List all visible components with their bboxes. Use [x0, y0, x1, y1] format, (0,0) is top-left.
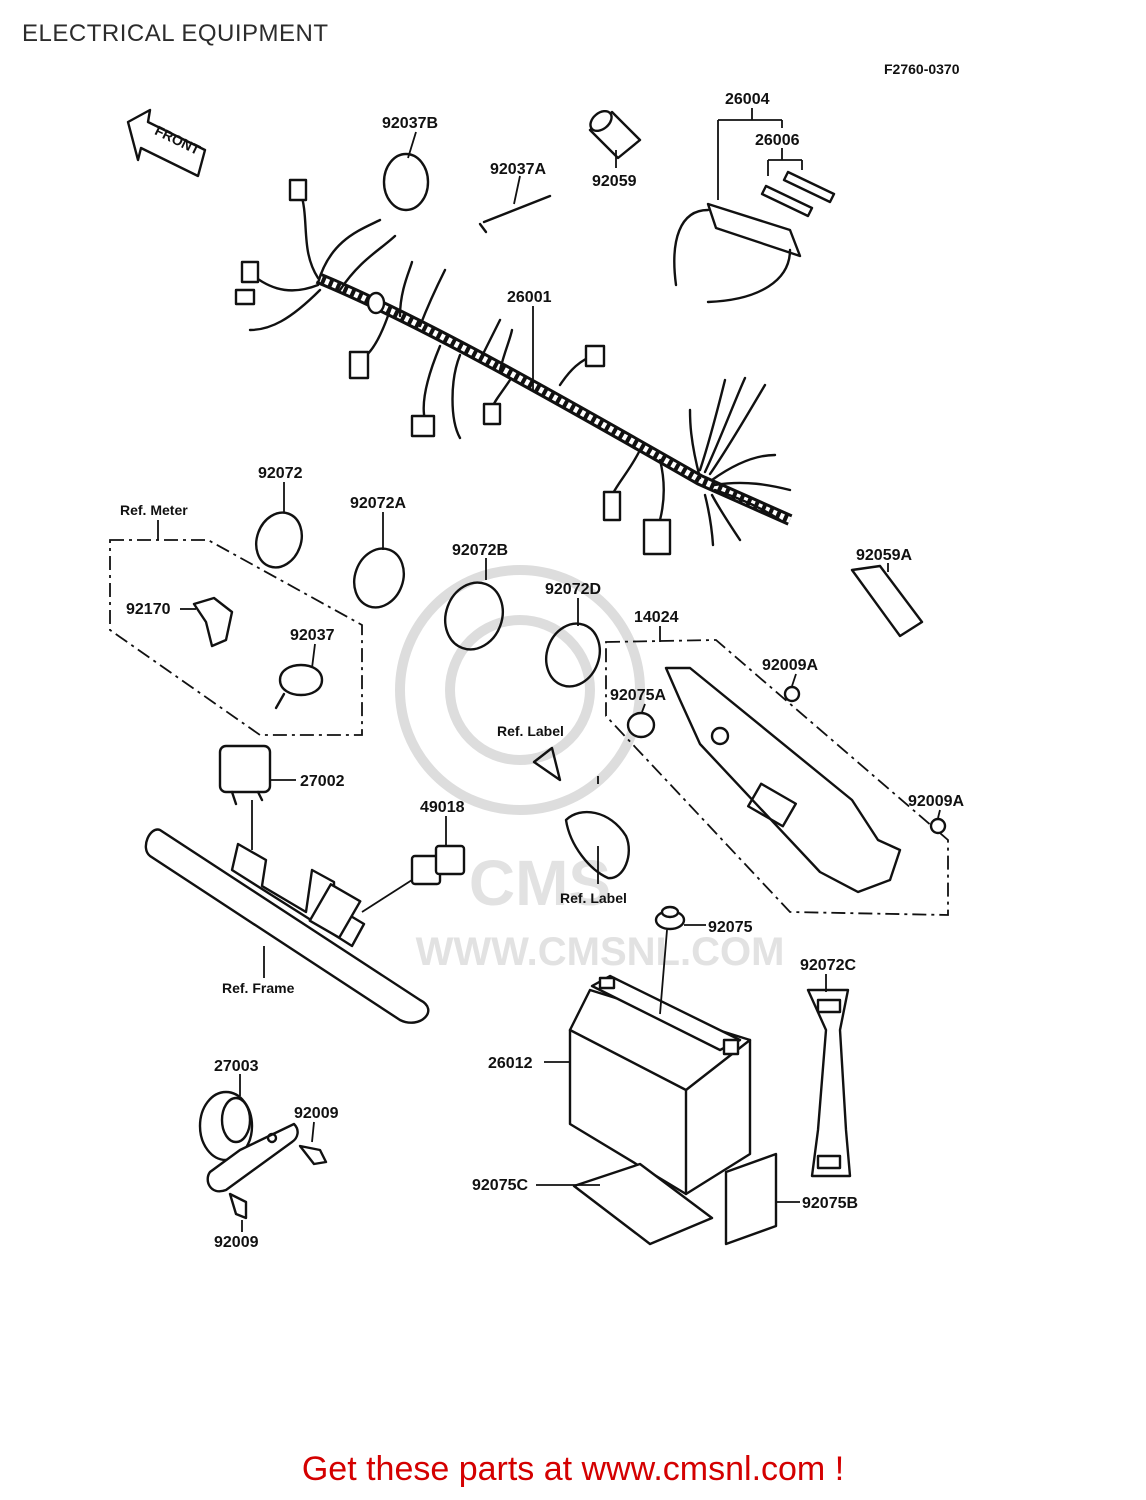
watermark-text: WWW.CMSNL.COM — [416, 930, 785, 974]
cap-92075-icon — [654, 905, 686, 931]
band-92072a-icon — [353, 547, 405, 609]
part-label-92037[interactable]: 92037 — [290, 627, 335, 644]
part-label-92075c[interactable]: 92075C — [472, 1177, 528, 1194]
part-label-27003[interactable]: 27003 — [214, 1058, 259, 1075]
battery-strap-92072c-icon — [806, 988, 852, 1178]
diagram-code: F2760-0370 — [884, 61, 960, 77]
part-label-92072d[interactable]: 92072D — [545, 581, 601, 598]
band-92072b-icon — [444, 581, 504, 651]
part-label-92009a-2[interactable]: 92009A — [908, 793, 964, 810]
part-label-92059a[interactable]: 92059A — [856, 547, 912, 564]
part-label-92009a-1[interactable]: 92009A — [762, 657, 818, 674]
leader-lines — [157, 108, 941, 1232]
ref-label-sticker-2-icon — [564, 810, 631, 880]
band-92072-icon — [255, 511, 303, 569]
part-label-92009-1[interactable]: 92009 — [294, 1105, 339, 1122]
part-label-92037b[interactable]: 92037B — [382, 115, 438, 132]
part-label-92075b[interactable]: 92075B — [802, 1195, 858, 1212]
part-label-26001[interactable]: 26001 — [507, 289, 552, 306]
part-label-27002[interactable]: 27002 — [300, 773, 345, 790]
watermark-cms: CMS — [469, 847, 611, 919]
wiring-harness-icon — [234, 178, 793, 556]
part-label-26006[interactable]: 26006 — [755, 132, 800, 149]
part-label-26004[interactable]: 26004 — [725, 91, 770, 108]
band-92037a-icon — [478, 194, 552, 234]
part-label-92072[interactable]: 92072 — [258, 465, 303, 482]
fuse-26006-icon — [760, 170, 836, 218]
part-label-92072c[interactable]: 92072C — [800, 957, 856, 974]
part-label-26012[interactable]: 26012 — [488, 1055, 533, 1072]
band-92072d-icon — [545, 622, 601, 688]
frame-pipe-icon — [144, 828, 430, 1024]
page-title: ELECTRICAL EQUIPMENT — [22, 20, 329, 47]
horn-27003-icon — [198, 1090, 328, 1220]
watermark-logo: CMS WWW.CMSNL.COM — [395, 565, 785, 974]
part-label-92075[interactable]: 92075 — [708, 919, 753, 936]
part-label-14024[interactable]: 14024 — [634, 609, 679, 626]
pad-92075c-icon — [572, 1162, 714, 1246]
ref-label-sticker-1-icon — [532, 746, 562, 782]
ref-label-1: Ref. Label — [497, 723, 564, 739]
part-label-92170[interactable]: 92170 — [126, 601, 171, 618]
ref-label-2: Ref. Label — [560, 890, 627, 906]
tube-92059a-icon — [850, 564, 924, 638]
pad-92075b-icon — [724, 1152, 778, 1246]
front-arrow-icon: FRONT — [126, 108, 207, 178]
part-label-92072a[interactable]: 92072A — [350, 495, 406, 512]
tube-92059-icon — [588, 109, 642, 160]
bracket-14024-icon — [605, 639, 949, 916]
connector-49018-icon — [410, 844, 466, 886]
ref-meter-label: Ref. Meter — [120, 502, 188, 518]
relay-27002-icon — [218, 744, 272, 806]
part-label-49018[interactable]: 49018 — [420, 799, 465, 816]
part-label-92072b[interactable]: 92072B — [452, 542, 508, 559]
part-label-92037a[interactable]: 92037A — [490, 161, 546, 178]
part-label-92009-2[interactable]: 92009 — [214, 1234, 259, 1251]
fuse-holder-26004-icon — [673, 202, 802, 304]
battery-26012-icon — [568, 974, 752, 1196]
ref-meter-outline — [109, 539, 363, 736]
footer-link[interactable]: Get these parts at www.cmsnl.com ! — [301, 1450, 845, 1488]
part-label-92075a[interactable]: 92075A — [610, 687, 666, 704]
ref-frame-label: Ref. Frame — [222, 980, 295, 996]
part-label-92059[interactable]: 92059 — [592, 173, 637, 190]
clamp-92037b-icon — [382, 152, 430, 212]
